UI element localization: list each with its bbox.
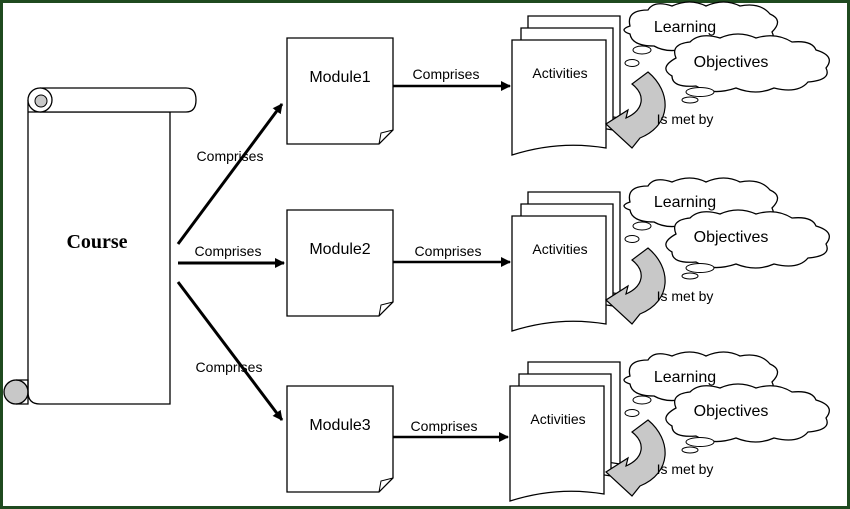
module3-card	[286, 385, 394, 493]
learning-label-1: Learning	[654, 19, 716, 36]
met-by-arrow-2	[605, 247, 666, 325]
module1-card	[286, 37, 394, 145]
arrow-course-module3	[176, 281, 284, 421]
learning-objectives-cloud-2: Learning Objectives	[623, 177, 830, 280]
learning-label-3: Learning	[654, 369, 716, 386]
activities-label-1: Activities	[532, 65, 587, 81]
met-by-label-3: Is met by	[657, 461, 714, 477]
module3-label: Module3	[309, 417, 370, 434]
module2-label: Module2	[309, 241, 370, 258]
met-by-arrow-1	[605, 71, 666, 149]
module1-label: Module1	[309, 69, 370, 86]
met-by-arrow-3	[605, 419, 666, 497]
module-row-2: Module2 Comprises Activities Is met by L…	[286, 177, 830, 332]
learning-objectives-cloud-1: Learning Objectives	[623, 1, 830, 104]
module-row-1: Module1 Comprises Activities Is met by L…	[286, 1, 830, 156]
course-scroll: Course	[3, 87, 197, 405]
module2-card	[286, 209, 394, 317]
comprises-label-row2: Comprises	[415, 243, 482, 259]
course-label: Course	[66, 231, 127, 253]
comprises-label-row3: Comprises	[411, 418, 478, 434]
learning-label-2: Learning	[654, 194, 716, 211]
met-by-label-1: Is met by	[657, 111, 714, 127]
activities-label-2: Activities	[532, 241, 587, 257]
comprises-label-lower: Comprises	[196, 359, 263, 375]
activities-stack-1: Activities	[511, 15, 621, 156]
met-by-label-2: Is met by	[657, 288, 714, 304]
learning-objectives-cloud-3: Learning Objectives	[623, 351, 830, 454]
activities-stack-3: Activities	[509, 361, 621, 502]
activities-stack-2: Activities	[511, 191, 621, 332]
module-row-3: Module3 Comprises Activities Is met by L…	[286, 351, 830, 502]
arrow-course-module1	[176, 103, 284, 245]
objectives-label-2: Objectives	[694, 229, 769, 246]
course-connectors: Comprises Comprises Comprises	[176, 103, 285, 421]
objectives-label-3: Objectives	[694, 403, 769, 420]
objectives-label-1: Objectives	[694, 54, 769, 71]
comprises-label-middle: Comprises	[195, 243, 262, 259]
scroll-curl-bottom	[3, 379, 29, 405]
comprises-label-row1: Comprises	[413, 66, 480, 82]
activities-label-3: Activities	[530, 411, 585, 427]
comprises-label-upper: Comprises	[197, 148, 264, 164]
